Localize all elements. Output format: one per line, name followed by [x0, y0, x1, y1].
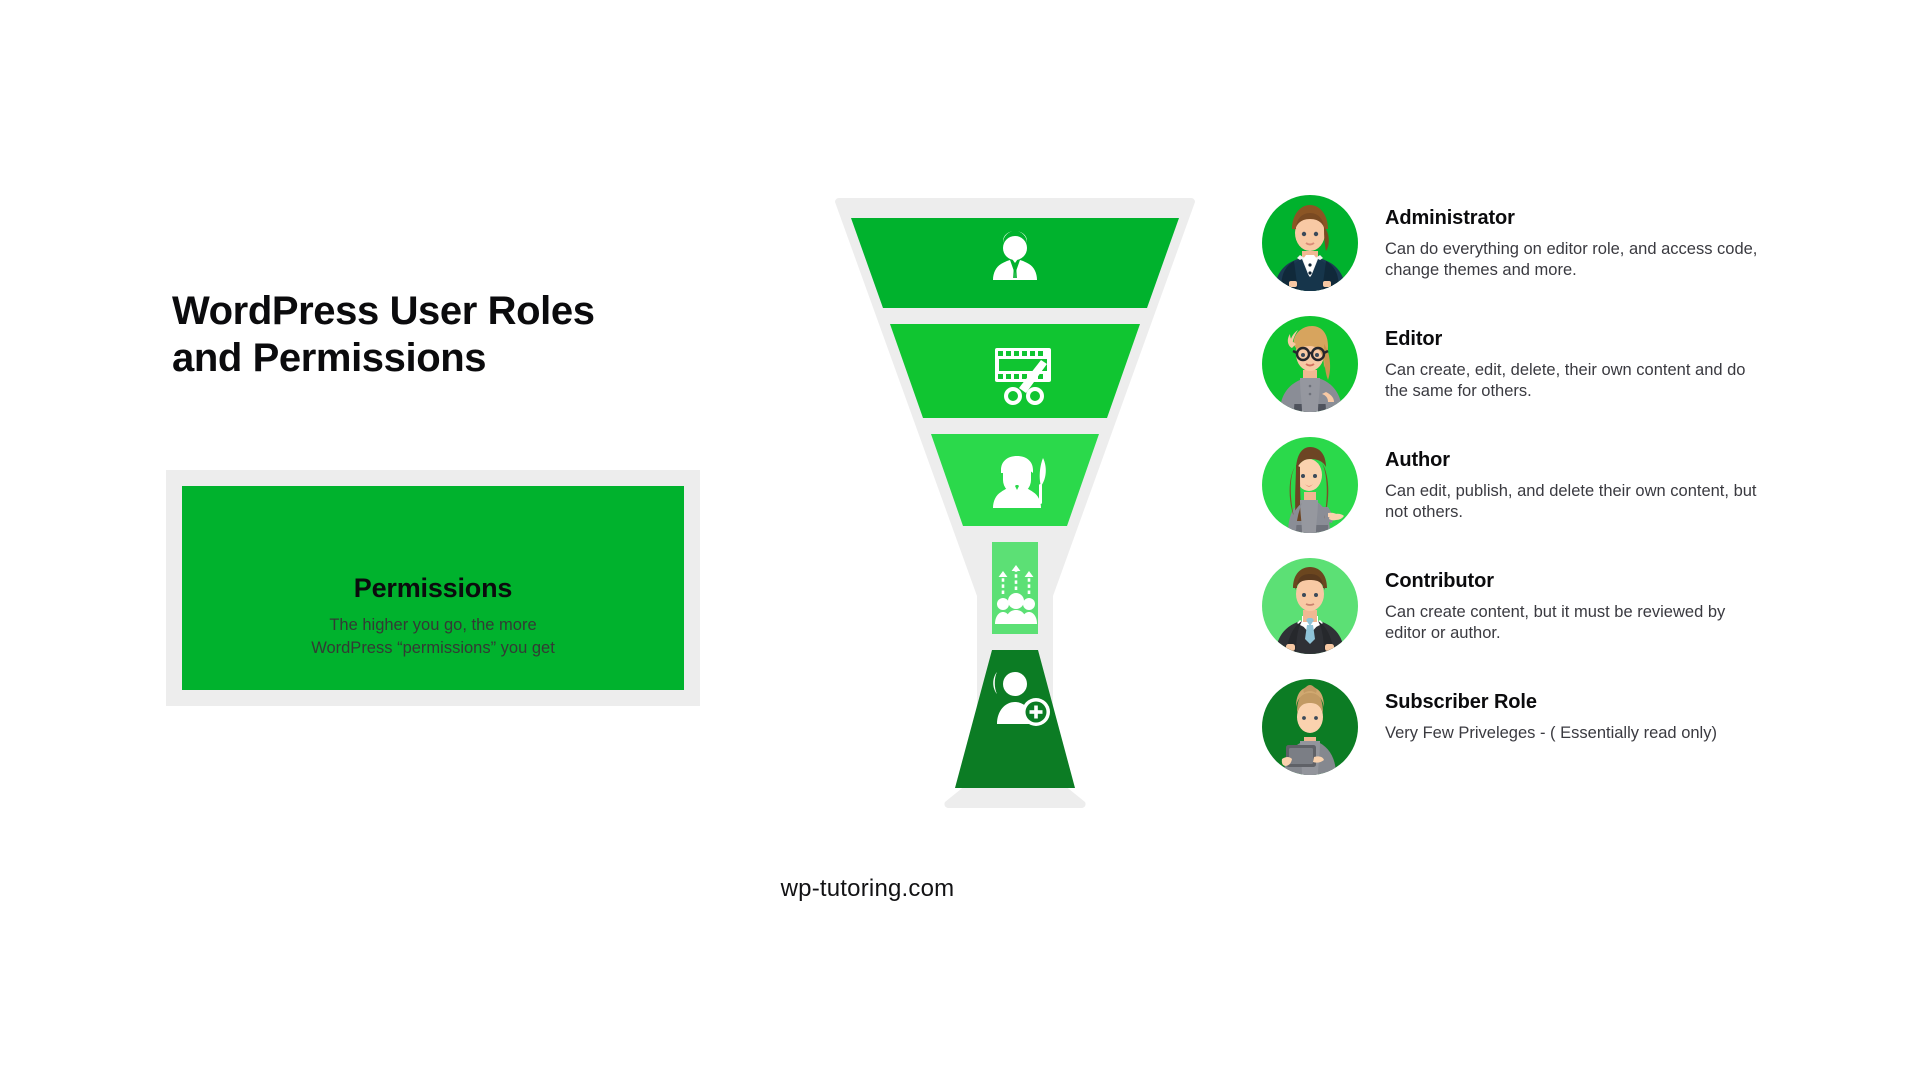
role-name: Editor: [1385, 328, 1443, 350]
film-strip-edit-icon: [995, 348, 1051, 405]
role-description: Can do everything on editor role, and ac…: [1385, 240, 1758, 279]
avatar-man-suit-icon: [1276, 567, 1344, 654]
role-name: Subscriber Role: [1385, 691, 1537, 713]
permissions-subtext: The higher you go, the more WordPress “p…: [311, 616, 555, 657]
permissions-heading: Permissions: [353, 573, 513, 604]
page-title-line-2: and Permissions: [172, 335, 487, 380]
footer-url-text: wp-tutoring.com: [780, 875, 955, 902]
avatar-administrator: [1262, 195, 1358, 291]
role-text-contributor: Contributor Can create content, but it m…: [1385, 558, 1760, 644]
role-description: Very Few Priveleges - ( Essentially read…: [1385, 724, 1717, 742]
role-description: Can create content, but it must be revie…: [1385, 603, 1726, 642]
role-text-editor: Editor Can create, edit, delete, their o…: [1385, 316, 1760, 402]
role-row-editor[interactable]: Editor Can create, edit, delete, their o…: [1262, 316, 1902, 414]
business-person-icon: [993, 231, 1037, 280]
funnel-svg: [835, 198, 1195, 808]
role-row-subscriber[interactable]: Subscriber Role Very Few Priveleges - ( …: [1262, 679, 1902, 777]
page-title-line-1: WordPress User Roles: [172, 289, 595, 333]
permissions-card: Permissions The higher you go, the more …: [182, 486, 684, 690]
avatar-subscriber: [1262, 679, 1358, 775]
role-row-contributor[interactable]: Contributor Can create content, but it m…: [1262, 558, 1902, 656]
role-name: Administrator: [1385, 207, 1515, 229]
avatar-woman-tablet-icon: [1281, 685, 1336, 775]
permissions-card-frame: Permissions The higher you go, the more …: [166, 470, 700, 706]
left-column: WordPress User Roles and Permissions Per…: [166, 288, 732, 706]
role-text-author: Author Can edit, publish, and delete the…: [1385, 437, 1760, 523]
role-text-subscriber: Subscriber Role Very Few Priveleges - ( …: [1385, 679, 1717, 744]
add-user-icon: [993, 672, 1050, 726]
avatar-woman-pointing-icon: [1288, 447, 1344, 533]
avatar-woman-navy-suit-icon: [1274, 205, 1346, 291]
role-name: Author: [1385, 449, 1450, 471]
funnel-diagram: [835, 198, 1195, 808]
avatar-editor: [1262, 316, 1358, 412]
role-row-author[interactable]: Author Can edit, publish, and delete the…: [1262, 437, 1902, 535]
role-name: Contributor: [1385, 570, 1494, 592]
people-up-arrows-icon: [995, 565, 1037, 624]
role-text-administrator: Administrator Can do everything on edito…: [1385, 195, 1760, 281]
avatar-contributor: [1262, 558, 1358, 654]
role-description: Can edit, publish, and delete their own …: [1385, 482, 1757, 521]
person-quill-icon: [993, 456, 1046, 508]
page-title: WordPress User Roles and Permissions: [172, 288, 692, 382]
footer-url[interactable]: wp-tutoring.com: [0, 875, 1920, 903]
avatar-woman-glasses-icon: [1280, 326, 1342, 412]
role-row-administrator[interactable]: Administrator Can do everything on edito…: [1262, 195, 1902, 293]
roles-list: Administrator Can do everything on edito…: [1262, 195, 1902, 800]
role-description: Can create, edit, delete, their own cont…: [1385, 361, 1746, 400]
avatar-author: [1262, 437, 1358, 533]
